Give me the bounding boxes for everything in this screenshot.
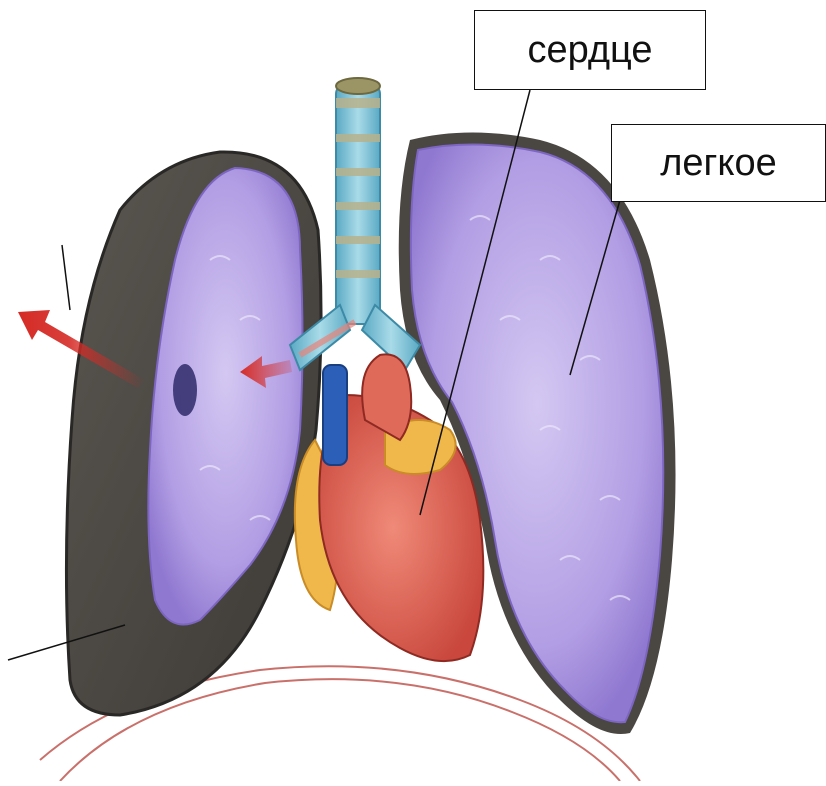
lung-label: легкое	[611, 124, 826, 202]
heart-label: сердце	[474, 10, 706, 90]
vena-cava	[323, 365, 347, 465]
left-lung-wound	[173, 364, 197, 416]
